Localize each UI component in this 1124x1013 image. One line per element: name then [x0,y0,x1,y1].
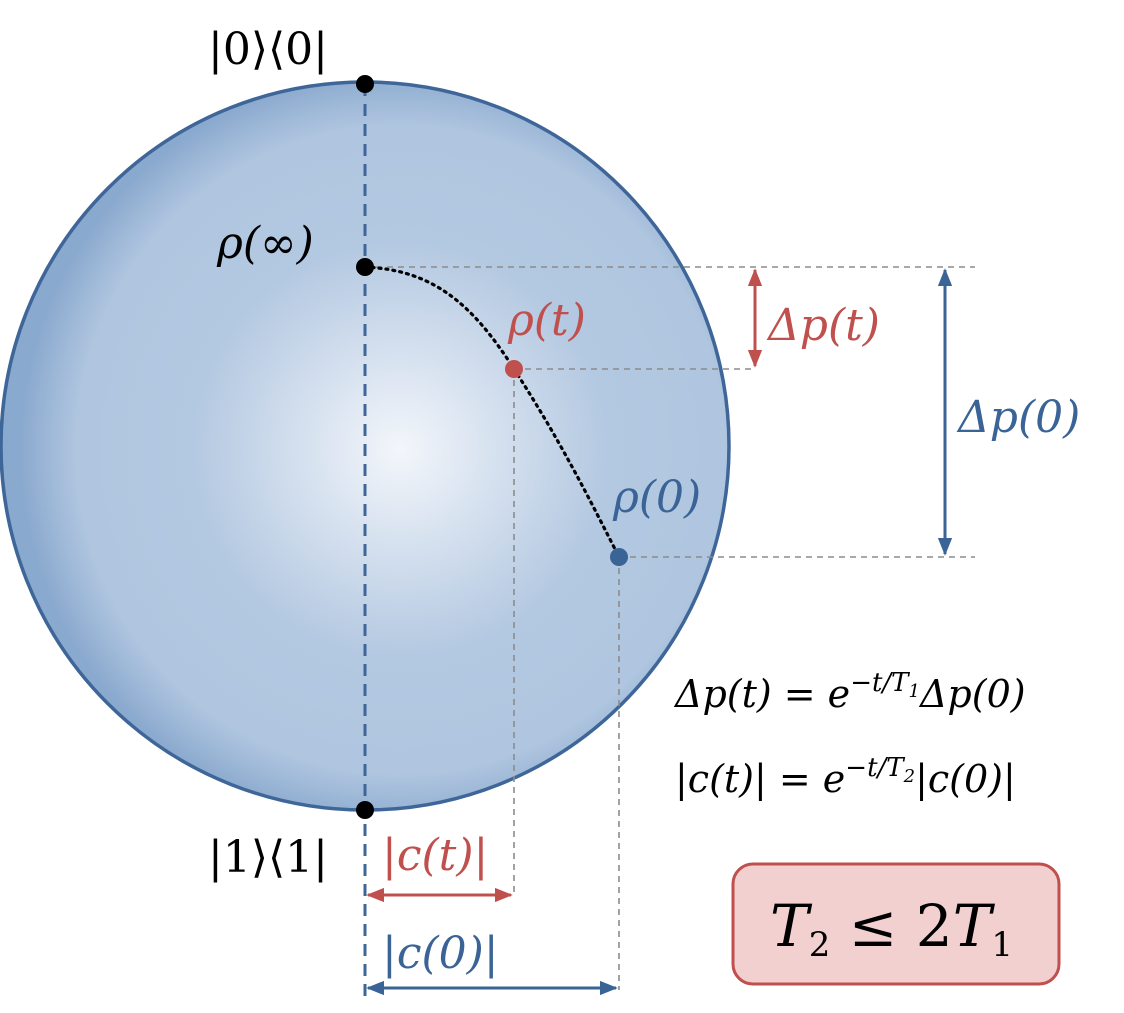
equation-delta-p: Δp(t) = e−t/T1Δp(0) [673,668,1026,716]
label-c-t: |c(t)| [382,830,488,881]
point-rho-0 [610,548,628,566]
label-c-0: |c(0)| [382,928,499,979]
label-ket1: |1⟩⟨1| [208,832,328,883]
point-ket0 [356,75,374,93]
label-rho-0: ρ(0) [612,472,701,523]
label-delta-p-t: Δp(t) [766,300,880,351]
label-rho-inf: ρ(∞) [216,218,314,269]
point-rho-t [505,360,523,378]
label-ket0: |0⟩⟨0| [208,24,328,75]
label-rho-t: ρ(t) [507,295,586,346]
inequality-text: T2 ≤ 2T1 [770,892,1013,965]
inequality-box [733,864,1059,984]
guide-lines [365,266,975,990]
equation-coherence: |c(t)| = e−t/T2|c(0)| [675,753,1016,801]
point-rho-inf [356,258,374,276]
label-delta-p-0: Δp(0) [956,392,1080,443]
inequality-box-border [731,862,1061,986]
point-ket1 [356,801,374,819]
